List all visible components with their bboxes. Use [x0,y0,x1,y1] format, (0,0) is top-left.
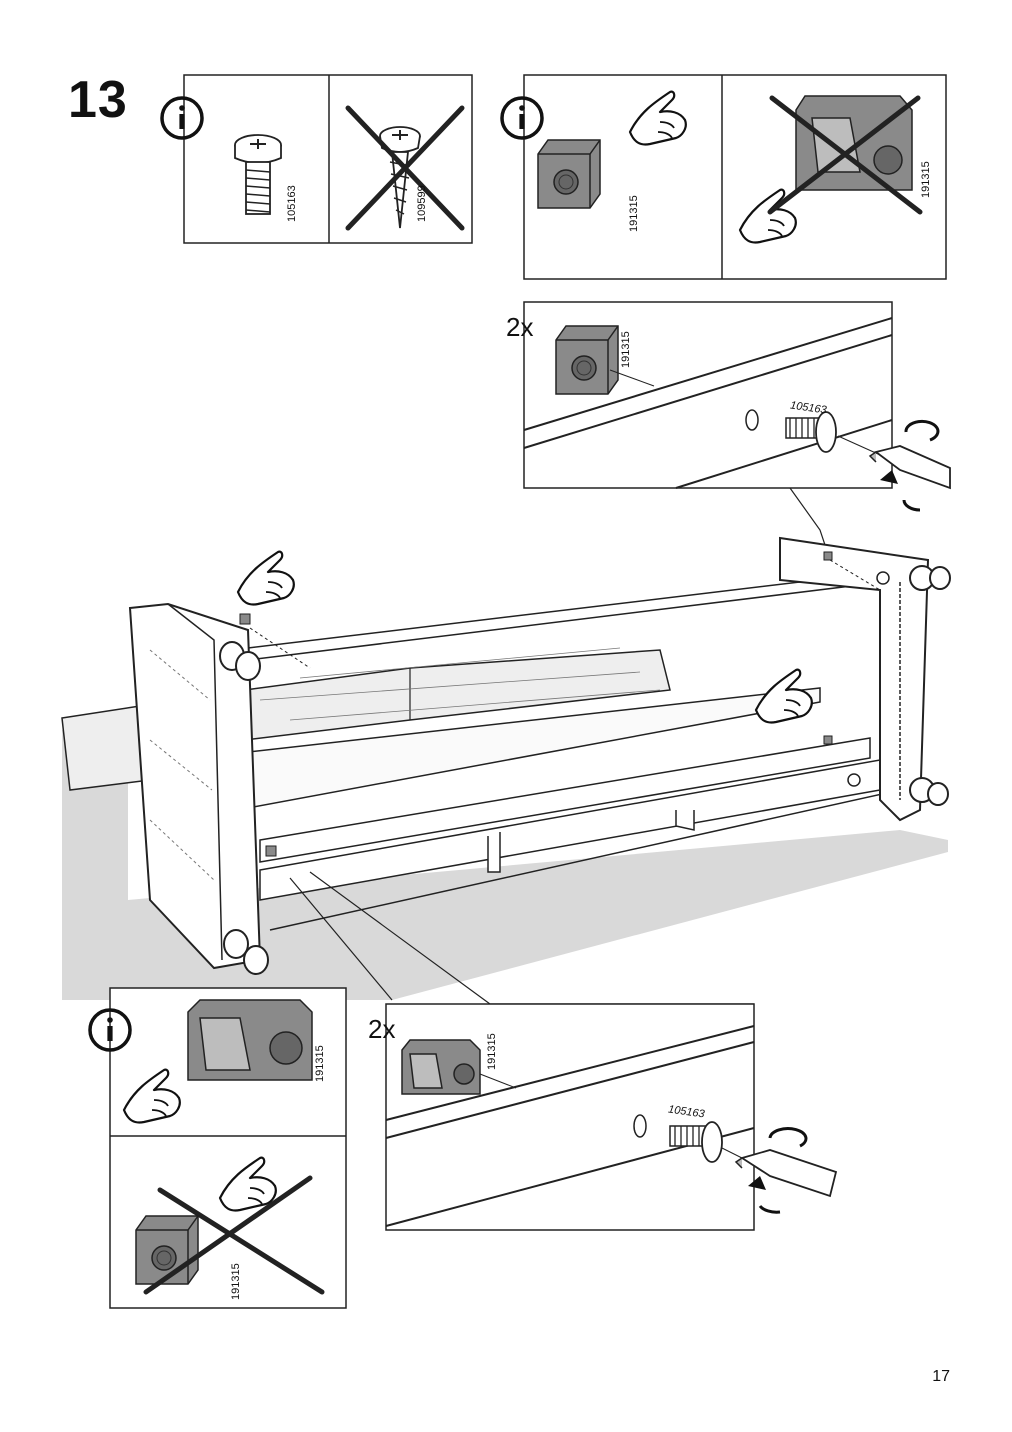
screwdriver-icon [868,445,951,490]
info-panel-nut-top [500,74,947,280]
wrong-screw-part-code: 109599 [416,185,428,222]
pointing-hand-icon [236,550,295,606]
leg [909,565,951,591]
insert-nut-icon [537,139,601,209]
nut-part-code: 191315 [486,1033,498,1070]
detail-panel-bottom [385,1003,838,1231]
leg [219,641,261,681]
page-number: 17 [932,1368,950,1385]
leg [909,777,949,806]
info-panel-screw [160,74,473,244]
rotate-arrow-icon [880,419,940,512]
machine-screw-icon [669,1121,723,1163]
nut-part-code: 191315 [314,1045,326,1082]
nut-part-code: 191315 [628,195,640,232]
machine-screw-icon [234,134,282,215]
screwdriver-icon [734,1149,838,1198]
nut-part-code-wrong: 191315 [230,1263,242,1300]
insert-nut-wrong-icon [135,1215,199,1285]
insert-nut-icon [555,325,619,395]
rotate-arrow-icon [748,1127,808,1214]
nut-part-code: 191315 [620,331,632,368]
info-panel-nut-bottom [88,987,347,1309]
cross-mark-icon [767,95,923,215]
step-number: 13 [68,71,128,129]
machine-screw-icon [785,411,837,453]
nut-part-code-wrong: 191315 [920,161,932,198]
quantity-label: 2x [506,312,534,342]
insert-nut-icon [401,1039,481,1095]
cross-mark-icon [143,1175,325,1295]
pointing-hand-icon [754,668,813,724]
cross-mark-icon [345,105,465,231]
quantity-label: 2x [368,1014,396,1044]
insert-nut-icon [187,999,313,1081]
leg [223,929,269,975]
detail-panel-top [523,301,951,549]
screw-part-code: 105163 [286,185,298,222]
sofa-frame-illustration [61,536,951,1005]
